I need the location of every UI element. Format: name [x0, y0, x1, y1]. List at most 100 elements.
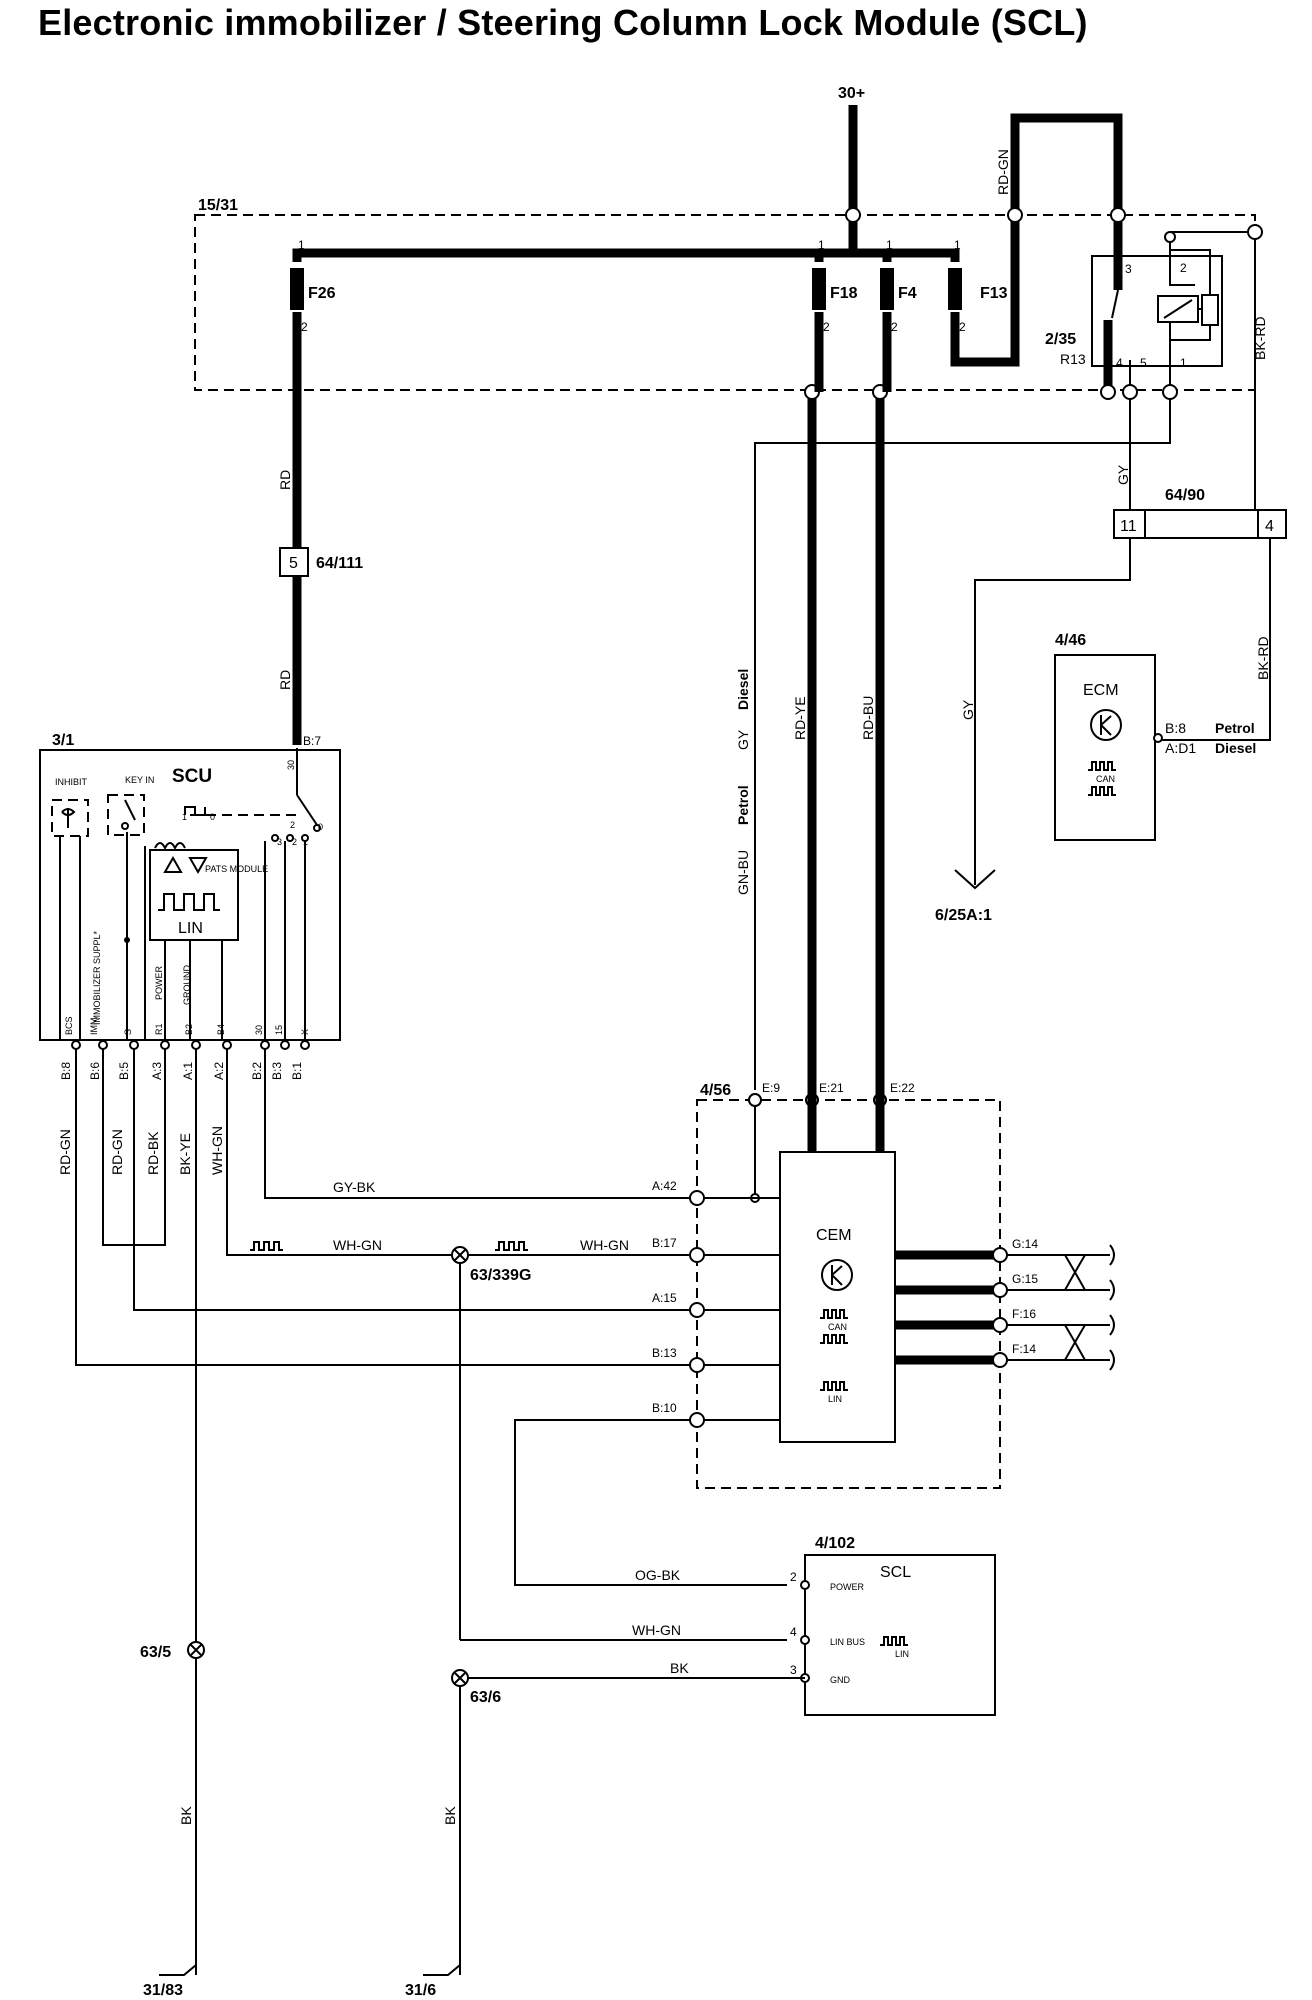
- wire-rd-1: RD: [277, 470, 293, 490]
- fuse-f26-label: F26: [308, 285, 336, 302]
- scu-pats-label: PATS MODULE: [205, 864, 268, 874]
- scu-key-in: KEY IN: [125, 775, 154, 785]
- wire-rd-gn-top: RD-GN: [995, 149, 1011, 195]
- connector-64-90-id: 64/90: [1165, 487, 1205, 504]
- ecm-can-wave-2: [1088, 786, 1116, 796]
- pats-triangle-down: [188, 857, 208, 875]
- cem-pin-f16: F:16: [1012, 1307, 1036, 1321]
- scu-inhibit: INHIBIT: [55, 777, 88, 787]
- cem-pin-a15: A:15: [652, 1291, 677, 1305]
- scu-lin: LIN: [178, 920, 203, 937]
- scu-pin-b5: B:5: [117, 1062, 131, 1080]
- ecm-k-icon: [1090, 709, 1122, 741]
- ref-6-25: 6/25A:1: [935, 907, 992, 924]
- cem-name: CEM: [816, 1227, 852, 1244]
- cem-pin-e9: E:9: [762, 1081, 780, 1095]
- cem-box: [779, 1151, 896, 1443]
- supply-node: [845, 207, 861, 223]
- wire-rd-gn-1: RD-GN: [57, 1129, 73, 1175]
- scu-pin-b2: B:2: [250, 1062, 264, 1080]
- fuse-f4: [880, 268, 894, 310]
- connector-64-111-id: 64/111: [316, 555, 363, 572]
- relay-pin4: 4: [1116, 356, 1123, 370]
- lin-wave-2: [495, 1241, 528, 1251]
- cem-pin-b10: B:10: [652, 1401, 677, 1415]
- wire-diesel: Diesel: [735, 669, 751, 710]
- fuse-f13-pin2: 2: [959, 320, 966, 334]
- cem-pin-b13: B:13: [652, 1346, 677, 1360]
- wire-gy: GY: [1115, 464, 1131, 485]
- ground-31-6: 31/6: [405, 1982, 436, 1999]
- wire-bk-rd-label: BK-RD: [1252, 316, 1268, 360]
- scl-func-lin: LIN BUS: [830, 1637, 865, 1647]
- scu-pin-b1: B:1: [290, 1062, 304, 1080]
- fuse-f4-label: F4: [898, 285, 917, 302]
- cem-lin-wave: [820, 1381, 848, 1391]
- relay-pin5: 5: [1140, 356, 1147, 370]
- scu-pin-b3: B:3: [270, 1062, 284, 1080]
- cem-can-wave-1: [820, 1309, 848, 1319]
- relay-pin2: 2: [1180, 261, 1187, 275]
- supply-label: 30+: [838, 85, 865, 102]
- scu-bot-s: S: [123, 1029, 133, 1035]
- scu-bot-b2: B2: [184, 1024, 194, 1035]
- wire-wh-gn-3: WH-GN: [632, 1622, 681, 1638]
- scu-pin-a2: A:2: [212, 1062, 226, 1080]
- scu-bot-bcs: BCS: [64, 1016, 74, 1035]
- scu-bot-30: 30: [254, 1025, 264, 1035]
- scu-sw-pin-3: 3: [277, 837, 282, 847]
- fusebox-outline: [194, 214, 1256, 391]
- ecm-can-wave-1: [1088, 761, 1116, 771]
- fuse-f26-pin1: 1: [298, 238, 305, 252]
- scu-func-ground: GROUND: [182, 965, 192, 1005]
- wire-bk-rd-2: BK-RD: [1255, 636, 1271, 680]
- fuse-f18-label: F18: [830, 285, 858, 302]
- fuse-f18-pin2: 2: [823, 320, 830, 334]
- scu-bot-x: X: [300, 1029, 310, 1035]
- cem-can-wave-2: [820, 1334, 848, 1344]
- wire-bk-1: BK: [670, 1660, 689, 1676]
- lin-wave-1: [250, 1241, 283, 1251]
- scu-pin-b8: B:8: [59, 1062, 73, 1080]
- scu-key-switch: [107, 794, 145, 836]
- cem-pin-e21: E:21: [819, 1081, 844, 1095]
- scu-pin-b6: B:6: [88, 1062, 102, 1080]
- scu-pin-30: 30: [286, 760, 296, 770]
- ecm-can: CAN: [1096, 774, 1115, 784]
- fuse-f4-pin2: 2: [891, 320, 898, 334]
- cem-pin-a42: A:42: [652, 1179, 677, 1193]
- pats-triangle-up: [163, 855, 183, 873]
- scl-name: SCL: [880, 1564, 911, 1581]
- ecm-id: 4/46: [1055, 632, 1086, 649]
- f13-loop-wire: [950, 113, 1123, 367]
- cem-pin-e22: E:22: [890, 1081, 915, 1095]
- wire-rd-bu: RD-BU: [860, 696, 876, 740]
- scu-sw-pin-1a: 1: [182, 812, 187, 822]
- twist-g: [1064, 1254, 1086, 1291]
- relay-id: 2/35: [1045, 331, 1076, 348]
- wire-bk-2: BK: [178, 1806, 194, 1825]
- cem-pin-b17: B:17: [652, 1236, 677, 1250]
- wire-gy-bk: GY-BK: [333, 1179, 376, 1195]
- cem-k-icon: [821, 1259, 853, 1291]
- scl-func-gnd: GND: [830, 1675, 851, 1685]
- scl-id: 4/102: [815, 1535, 855, 1552]
- ground-31-6-symbol: [423, 1964, 461, 1976]
- scu-pin-a1: A:1: [181, 1062, 195, 1080]
- scu-func-power: POWER: [154, 965, 164, 1000]
- fuse-f26-pin2: 2: [301, 320, 308, 334]
- wire-gy-2: GY: [960, 699, 976, 720]
- cem-pin-f14: F:14: [1012, 1342, 1036, 1356]
- scu-sw-pin-0b: 0: [318, 822, 323, 832]
- ecm-box: [1054, 654, 1156, 841]
- ecm-diesel: Diesel: [1215, 740, 1256, 756]
- connector-64-90: [1113, 509, 1287, 539]
- scu-bot-r1: R1: [154, 1023, 164, 1035]
- fuse-bus: [292, 248, 960, 262]
- scl-lin-wave: [880, 1636, 908, 1646]
- wire-wh-gn-1: WH-GN: [333, 1237, 382, 1253]
- ecm-name: ECM: [1083, 682, 1119, 699]
- ground-31-83: 31/83: [143, 1982, 183, 1999]
- scu-bot-imm: IMM: [89, 1018, 99, 1036]
- fuse-f13-label: F13: [980, 285, 1008, 302]
